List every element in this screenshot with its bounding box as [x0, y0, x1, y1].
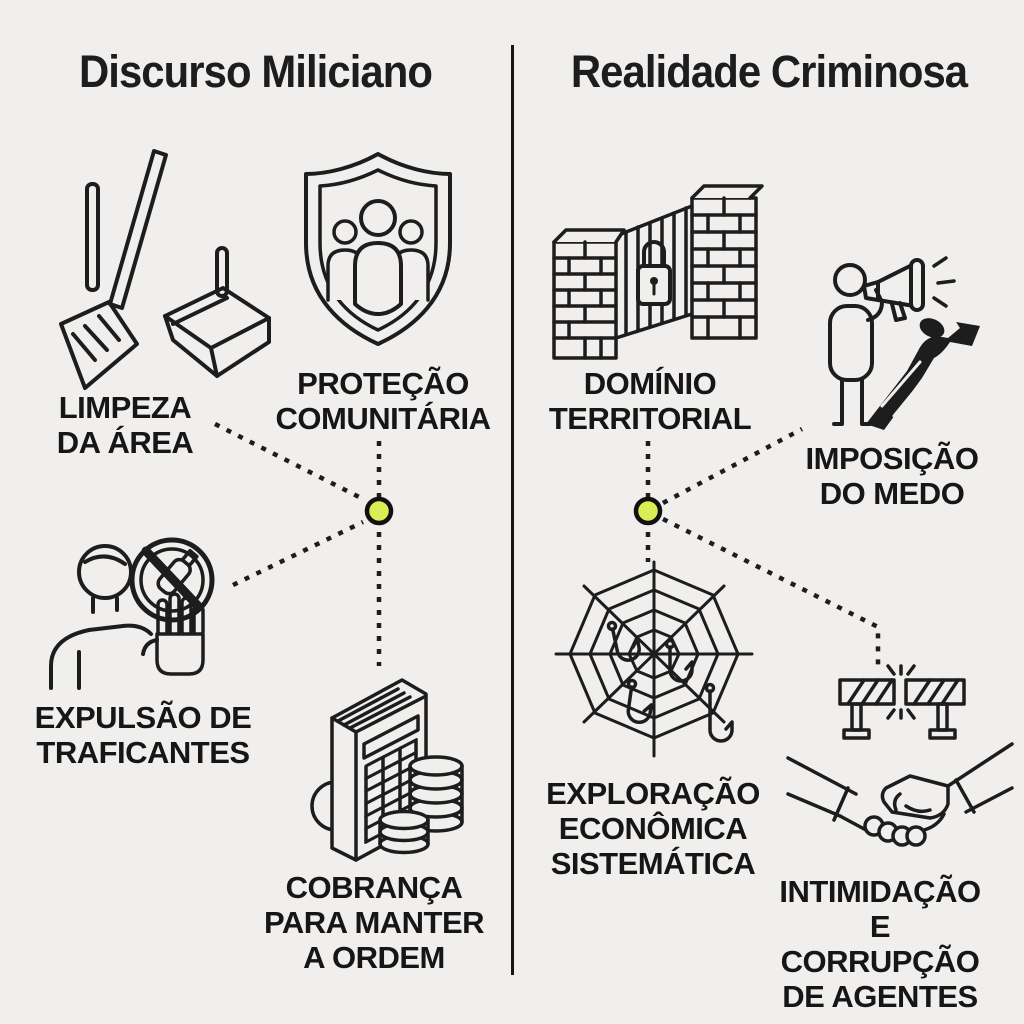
right-hub-dot — [633, 496, 663, 526]
megaphone-gun-shadow-icon — [812, 256, 990, 430]
left-hub-dot — [364, 496, 394, 526]
connector-line-expulsao — [232, 519, 364, 588]
left-column-title: Discurso Miliciano — [78, 46, 433, 97]
ledger-coins-icon — [308, 670, 464, 862]
stop-drugs-person-icon — [45, 537, 225, 690]
broken-barrier-handshake-icon — [786, 664, 1014, 858]
brick-gate-padlock-icon — [552, 140, 764, 362]
label-expulsao-de-traficantes: EXPULSÃO DE TRAFICANTES — [34, 700, 252, 771]
label-cobranca-para-manter-a-ordem: COBRANÇA PARA MANTER A ORDEM — [263, 870, 485, 976]
label-protecao-comunitaria: PROTEÇÃO COMUNITÁRIA — [275, 366, 491, 437]
label-limpeza-da-area: LIMPEZA DA ÁREA — [56, 390, 194, 461]
label-dominio-territorial: DOMÍNIO TERRITORIAL — [548, 366, 752, 437]
label-intimidacao-corrupcao: INTIMIDAÇÃO E CORRUPÇÃO DE AGENTES — [779, 874, 981, 1015]
label-exploracao-economica: EXPLORAÇÃO ECONÔMICA SISTEMÁTICA — [546, 776, 760, 882]
label-imposicao-do-medo: IMPOSIÇÃO DO MEDO — [805, 441, 979, 512]
community-shield-icon — [298, 148, 458, 348]
right-column-title: Realidade Criminosa — [570, 46, 968, 97]
column-divider — [511, 45, 514, 975]
connector-line-imposicao — [661, 427, 804, 505]
broom-dustpan-icon — [45, 148, 275, 396]
spiderweb-hooks-icon — [552, 560, 760, 760]
